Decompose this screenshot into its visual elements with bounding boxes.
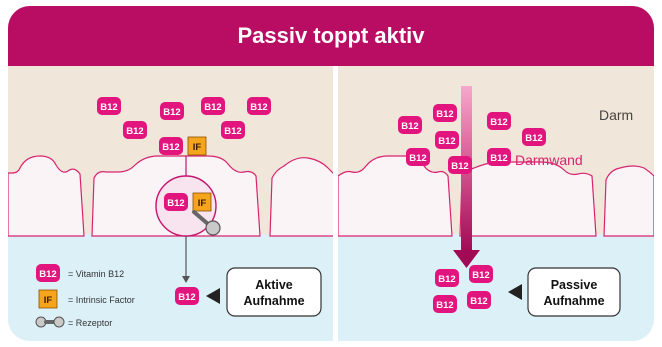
diagram-frame: Passiv toppt aktiv B12 B12 (8, 6, 654, 341)
legend-if-icon: IF (38, 289, 58, 309)
svg-text:B12: B12 (470, 296, 487, 307)
intestinal-villi (8, 155, 85, 237)
svg-text:Aufnahme: Aufnahme (543, 294, 604, 308)
intestinal-villi (603, 165, 654, 237)
legend-b12-icon: B12 (36, 264, 60, 282)
pointer-triangle (206, 288, 220, 304)
b12-molecule: B12 (487, 112, 511, 130)
intrinsic-factor: IF (192, 192, 212, 212)
legend-rezeptor: = Rezeptor (68, 318, 112, 328)
svg-text:B12: B12 (163, 107, 180, 118)
intestinal-villi (459, 161, 597, 237)
b12-molecule: B12 (247, 97, 271, 115)
svg-text:B12: B12 (438, 136, 455, 147)
intestinal-villi (337, 155, 453, 237)
svg-text:IF: IF (198, 198, 207, 209)
svg-text:B12: B12 (167, 198, 184, 209)
svg-text:B12: B12 (490, 153, 507, 164)
svg-text:B12: B12 (472, 270, 489, 281)
b12-molecule: B12 (164, 193, 188, 211)
svg-text:Aktive: Aktive (255, 278, 293, 292)
pointer-triangle (508, 284, 522, 300)
b12-molecule: B12 (123, 121, 147, 139)
svg-text:Aufnahme: Aufnahme (243, 294, 304, 308)
label-darmwand: Darmwand (515, 152, 583, 168)
b12-molecule: B12 (467, 291, 491, 309)
svg-text:B12: B12 (178, 292, 195, 303)
svg-text:B12: B12 (204, 102, 221, 113)
svg-text:B12: B12 (490, 117, 507, 128)
b12-molecule: B12 (159, 137, 183, 155)
b12-molecule: B12 (160, 102, 184, 120)
svg-text:B12: B12 (436, 300, 453, 311)
receptor-icon (192, 210, 221, 236)
b12-molecule: B12 (448, 156, 472, 174)
panel-divider (333, 66, 338, 341)
b12-molecule: B12 (487, 148, 511, 166)
svg-text:B12: B12 (451, 161, 468, 172)
svg-text:B12: B12 (525, 133, 542, 144)
intrinsic-factor: IF (187, 136, 207, 156)
b12-molecule: B12 (97, 97, 121, 115)
b12-molecule: B12 (398, 116, 422, 134)
svg-text:Passive: Passive (551, 278, 598, 292)
diagram-title: Passiv toppt aktiv (8, 6, 654, 66)
svg-text:B12: B12 (401, 121, 418, 132)
svg-text:B12: B12 (438, 274, 455, 285)
b12-molecule: B12 (435, 269, 459, 287)
b12-molecule: B12 (433, 104, 457, 122)
b12-molecule: B12 (201, 97, 225, 115)
legend-vitamin-b12: = Vitamin B12 (68, 269, 124, 279)
svg-text:B12: B12 (409, 153, 426, 164)
b12-molecule: B12 (435, 131, 459, 149)
b12-molecule: B12 (522, 128, 546, 146)
svg-text:IF: IF (193, 142, 202, 153)
label-darm: Darm (599, 107, 633, 123)
legend-receptor-icon (35, 316, 65, 328)
intestinal-villi (269, 157, 335, 237)
diagram-canvas: B12 B12 B12 B12 B12 B12 B12 IF B12 IF (8, 66, 654, 341)
svg-text:B12: B12 (436, 109, 453, 120)
passive-uptake-box: Passive Aufnahme (527, 267, 621, 317)
b12-molecule: B12 (469, 265, 493, 283)
b12-molecule: B12 (221, 121, 245, 139)
svg-text:IF: IF (44, 295, 53, 306)
svg-text:B12: B12 (162, 142, 179, 153)
active-uptake-box: Aktive Aufnahme (226, 267, 322, 317)
svg-text:B12: B12 (100, 102, 117, 113)
absorption-arrow-head (182, 276, 190, 283)
legend-intrinsic-factor: = Intrinsic Factor (68, 295, 135, 305)
svg-text:B12: B12 (250, 102, 267, 113)
svg-text:B12: B12 (126, 126, 143, 137)
b12-molecule: B12 (175, 287, 199, 305)
svg-text:B12: B12 (224, 126, 241, 137)
b12-molecule: B12 (433, 295, 457, 313)
b12-molecule: B12 (406, 148, 430, 166)
svg-text:B12: B12 (39, 269, 56, 280)
